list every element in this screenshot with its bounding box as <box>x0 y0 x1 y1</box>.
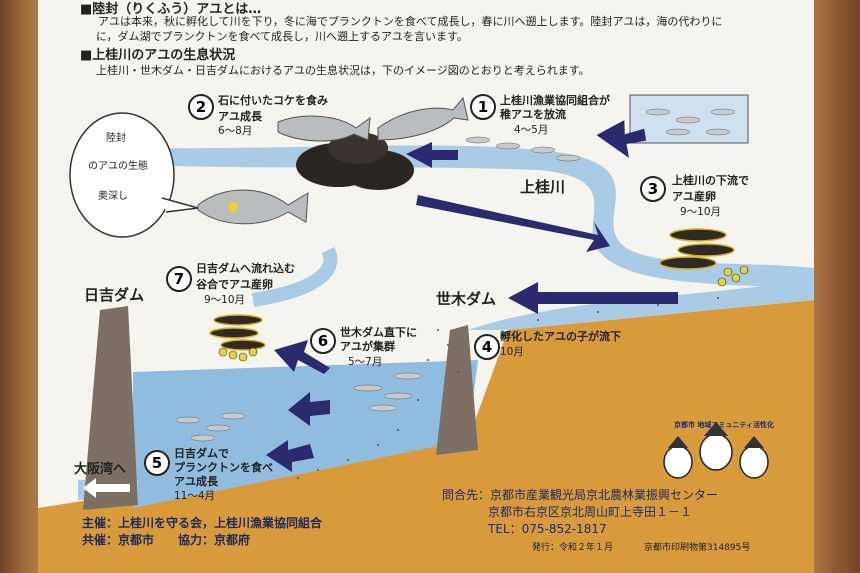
bubble-line-1: 陸封 <box>106 133 126 144</box>
mascot-caption: 京都市 地域コミュニティ活性化 <box>674 421 775 429</box>
step-6-number: 6 <box>310 328 336 354</box>
step-5-line-3: アユ成長 <box>174 475 218 488</box>
contact-address: 京都市右京区京北周山町上寺田１－１ <box>488 505 693 519</box>
contact-label: 問合先：京都市産業観光局京北農林業振興センター <box>442 488 719 502</box>
step-7-line-1: 日吉ダムへ流れ込む <box>196 262 295 275</box>
step-7-line-2: 谷合でアユ産卵 <box>196 278 273 291</box>
step-3-line-2: アユ産卵 <box>672 190 716 203</box>
step-4-number: 4 <box>474 334 500 360</box>
wood-background-left <box>0 0 40 573</box>
arrow-1 <box>596 120 647 158</box>
hiyoshi-dam-wall <box>83 306 138 510</box>
tributary <box>251 246 338 307</box>
status-line: 上桂川・世木ダム・日吉ダムにおけるアユの生息状況は，下のイメージ図のとおりと考え… <box>96 64 590 77</box>
arrow-2 <box>406 142 458 168</box>
arrow-6b <box>288 392 330 426</box>
wood-background-right <box>810 0 860 573</box>
footer-cohost: 共催：京都市 協力：京都府 <box>82 533 251 547</box>
upper-river <box>138 145 814 290</box>
step-3-period: 9～10月 <box>680 206 722 218</box>
step-6-line-1: 世木ダム直下に <box>340 326 417 339</box>
flyer-paper: ■陸封（りくふう）アユとは… アユは本来，秋に孵化して川を下り，冬に海でプランク… <box>38 0 814 573</box>
ground-area <box>38 300 814 573</box>
arrow-3 <box>416 195 610 252</box>
title-rikufu: ■陸封（りくふう）アユとは… <box>80 2 262 17</box>
speech-bubble <box>69 112 175 238</box>
contact-tel: TEL：075-852-1817 <box>488 522 607 536</box>
label-seki-dam: 世木ダム <box>436 290 497 308</box>
step-2-period: 6～8月 <box>218 125 253 137</box>
label-kamikatsura-river: 上桂川 <box>520 178 566 196</box>
step-5-period: 11～4月 <box>174 490 216 502</box>
intro-line-1: アユは本来，秋に孵化して川を下り，冬に海でプランクトンを食べて成長し，春に川へ遡… <box>98 15 723 28</box>
step-5-line-2: プランクトンを食べ <box>174 461 273 474</box>
step-4-line-1: 孵化したアユの子が流下 <box>500 330 621 343</box>
step-1-period: 4～5月 <box>514 124 549 136</box>
footer-host: 主催：上桂川を守る会，上桂川漁業協同組合 <box>82 516 323 530</box>
arrow-6a <box>274 340 330 374</box>
title-status: ■上桂川のアユの生息状況 <box>80 48 236 63</box>
arrow-6c <box>266 440 314 472</box>
step-3-number: 3 <box>640 176 666 202</box>
step-1-line-2: 稚アユを放流 <box>500 108 566 121</box>
step-4-period: 10月 <box>500 346 524 358</box>
arrow-seki <box>508 282 678 314</box>
intro-line-2: に，ダム湖でプランクトンを食べて成長し，川へ遡上するアユを言います。 <box>96 30 468 43</box>
bubble-line-3: 奥深し <box>98 191 128 202</box>
bubble-fish <box>197 189 309 225</box>
step-1-line-1: 上桂川漁業協同組合が <box>500 94 610 107</box>
footer-issued: 発行：令和２年１月 <box>532 543 614 553</box>
step-5-line-1: 日吉ダムで <box>174 447 229 460</box>
footer-print-number: 京都市印刷物第314895号 <box>644 543 751 553</box>
step-7-period: 9～10月 <box>204 294 246 306</box>
mascot-figures <box>663 422 769 479</box>
step-3-line-1: 上桂川の下流で <box>672 174 749 187</box>
illustration <box>38 94 814 573</box>
step-2-line-2: アユ成長 <box>218 110 262 123</box>
step-5-number: 5 <box>144 450 170 476</box>
bubble-line-2: のアユの生態 <box>88 161 148 172</box>
step-2-line-1: 石に付いたコケを食み <box>218 94 328 107</box>
step-6-period: 5～7月 <box>348 356 383 368</box>
label-osaka-bay: 大阪湾へ <box>74 462 127 477</box>
arrow-osaka <box>83 478 130 498</box>
label-hiyoshi-dam: 日吉ダム <box>84 286 145 304</box>
seki-river <box>468 280 814 330</box>
step-6-line-2: アユが集群 <box>340 340 395 353</box>
seki-dam-wall <box>436 325 478 455</box>
step-1-number: 1 <box>470 94 496 120</box>
step-7-number: 7 <box>166 266 192 292</box>
step-2-number: 2 <box>188 94 214 120</box>
